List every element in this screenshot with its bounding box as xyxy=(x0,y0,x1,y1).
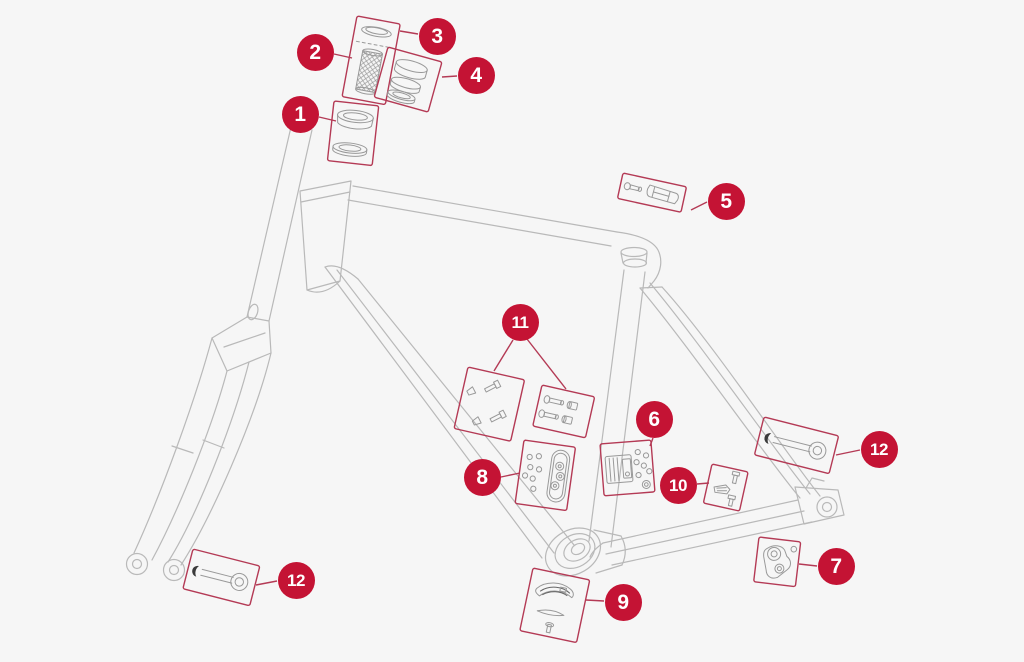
fork-drawing xyxy=(125,316,272,582)
callout-badge-5[interactable]: 5 xyxy=(707,182,745,220)
part-box-headset-bearings xyxy=(326,100,380,167)
down-tube-drawing xyxy=(324,265,575,559)
callout-badge-11[interactable]: 11 xyxy=(501,303,539,341)
callout-badge-1[interactable]: 1 xyxy=(281,95,319,133)
part-box-seat-clamp xyxy=(617,172,687,213)
chain-stays-drawing xyxy=(589,499,813,566)
callout-badge-12-front[interactable]: 12 xyxy=(277,561,315,599)
part-box-derailleur-hanger xyxy=(753,536,802,588)
callout-badge-7[interactable]: 7 xyxy=(817,547,855,585)
head-tube-drawing xyxy=(299,180,352,293)
part-box-rear-axle xyxy=(754,416,839,474)
callout-badge-12-rear[interactable]: 12 xyxy=(860,430,898,468)
callout-leader-lines xyxy=(255,30,861,602)
part-box-cable-guides xyxy=(519,567,591,643)
bike-frame-drawing xyxy=(125,126,845,582)
callout-badge-6[interactable]: 6 xyxy=(635,400,673,438)
part-box-front-axle xyxy=(182,548,261,607)
steerer-tube-drawing xyxy=(246,126,313,322)
part-box-headset-expander xyxy=(341,15,401,106)
callout-badge-2[interactable]: 2 xyxy=(296,33,334,71)
part-box-cover-plate xyxy=(514,439,576,512)
part-box-bolts-right xyxy=(532,384,595,439)
bottom-bracket-drawing xyxy=(544,527,626,577)
part-box-mount xyxy=(599,439,656,497)
part-box-clamp-hardware xyxy=(703,463,749,512)
callout-badge-3[interactable]: 3 xyxy=(418,17,456,55)
callout-badge-4[interactable]: 4 xyxy=(457,56,495,94)
callout-badge-9[interactable]: 9 xyxy=(604,583,642,621)
callout-badge-10[interactable]: 10 xyxy=(659,466,697,504)
seat-stays-drawing xyxy=(639,282,821,499)
callout-badge-8[interactable]: 8 xyxy=(463,458,501,496)
part-box-bolts-left xyxy=(453,366,525,442)
part-box-spacers xyxy=(373,46,443,113)
seat-tube-drawing xyxy=(588,231,662,548)
top-tube-drawing xyxy=(347,185,618,247)
